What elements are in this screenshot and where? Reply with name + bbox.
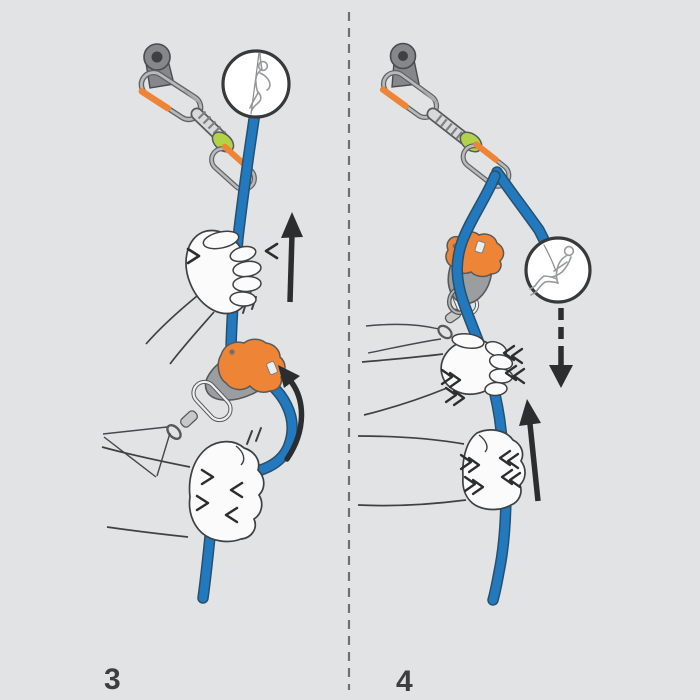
slide-chevrons-fist [459,449,522,496]
brake-hand [101,440,265,543]
locking-carabiner-icon [166,379,233,440]
quickdraw-sling [426,107,472,146]
bolt-hanger-icon [389,42,420,88]
up-arrow [519,399,541,502]
slide-chevrons-hand [440,344,526,407]
rope-climber-strand-fill [492,167,550,247]
dashed-down-arrow [549,308,573,388]
harness-lines [365,323,442,354]
quickdraw-bottom-carabiner-icon [209,143,257,192]
guide-hand [145,229,262,365]
belay-loop-lines [102,426,171,478]
belay-device [204,338,286,401]
squeeze-chevrons-hand [186,242,279,265]
hanging-climber-inset [524,236,592,304]
right-panel-step-4: 4 [357,42,592,698]
left-panel-step-3: 3 [101,43,305,696]
up-arrow [281,212,303,303]
climber-inset [221,49,291,119]
curved-rotation-arrow [278,365,305,462]
rope-brake-strand-fill [453,171,511,605]
step-label-4: 4 [396,665,413,698]
guide-hand [361,332,514,416]
squeeze-chevrons-fist [195,468,244,524]
motion-ticks-brake [246,427,262,445]
step-label-3: 3 [104,663,121,696]
